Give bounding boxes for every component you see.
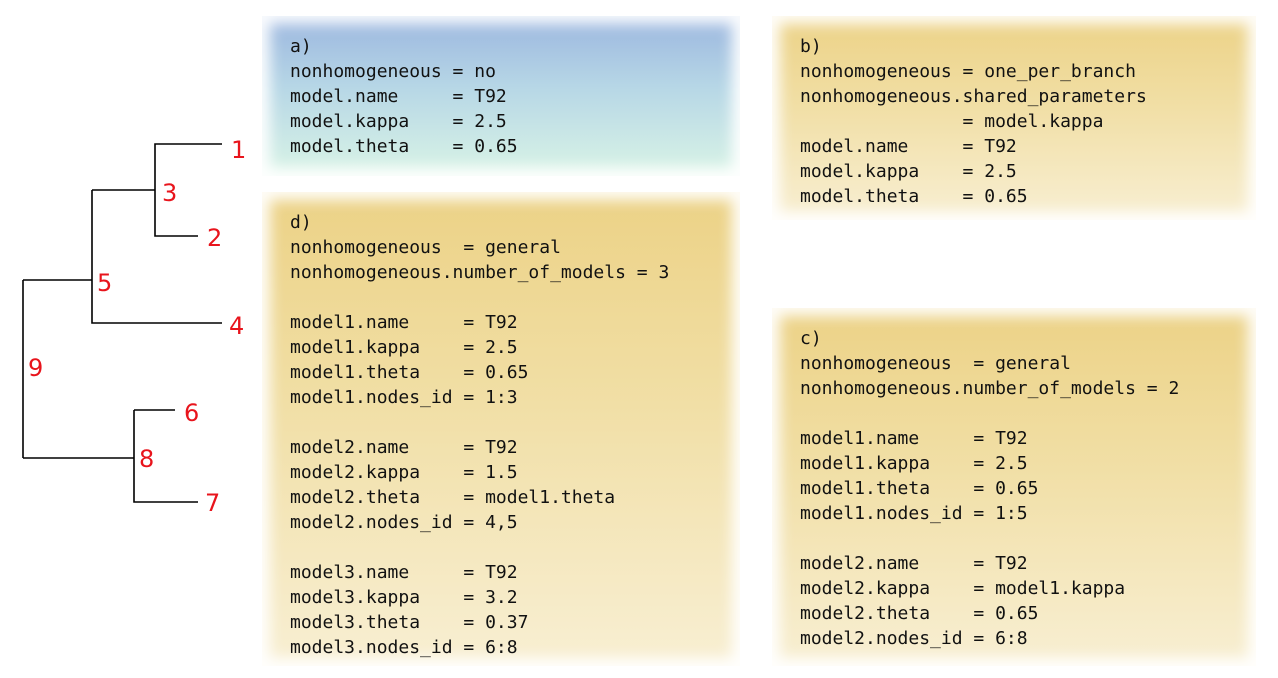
node-label-4: 4 [229,312,244,340]
config-line: model.name = T92 [800,136,1017,157]
config-line: = model.kappa [800,111,1104,132]
config-line: model.name = T92 [290,86,507,107]
config-line: model2.theta = 0.65 [800,603,1039,624]
config-line: model2.kappa = 1.5 [290,462,518,483]
config-line: nonhomogeneous = no [290,61,496,82]
config-line: model2.name = T92 [800,553,1028,574]
config-panel-d: d) nonhomogeneous = general nonhomogeneous… [262,192,740,666]
config-line: model1.name = T92 [290,312,518,333]
branch-8-to-7 [133,410,198,503]
config-line [290,535,740,560]
node-label-8: 8 [139,445,154,473]
config-line: nonhomogeneous = general [800,353,1071,374]
config-line: model1.name = T92 [800,428,1028,449]
config-line: model1.nodes_id = 1:3 [290,387,518,408]
node-label-1: 1 [231,136,246,164]
config-line: model1.theta = 0.65 [290,362,529,383]
branch-3-to-1 [154,143,222,148]
config-line: model1.theta = 0.65 [800,478,1039,499]
config-line: model2.kappa = model1.kappa [800,578,1126,599]
config-line: nonhomogeneous = one_per_branch [800,61,1136,82]
config-line: a) [290,36,312,57]
config-line [800,526,1256,551]
config-line [800,401,1256,426]
node-label-5: 5 [97,269,112,297]
config-line: model2.nodes_id = 4,5 [290,512,518,533]
branch-3-to-2 [154,148,198,237]
config-panel-c: c) nonhomogeneous = general nonhomogeneous… [772,308,1256,666]
config-line: model3.kappa = 3.2 [290,587,518,608]
config-line: model3.name = T92 [290,562,518,583]
node-label-2: 2 [207,224,222,252]
config-line [290,285,740,310]
config-line [290,410,740,435]
node-label-6: 6 [184,399,199,427]
config-line: model2.name = T92 [290,437,518,458]
config-line: nonhomogeneous.number_of_models = 3 [290,262,670,283]
phylogenetic-tree: 1 2 3 4 5 6 7 8 9 [22,136,246,517]
config-line: nonhomogeneous = general [290,237,561,258]
config-line: b) [800,36,822,57]
config-line: model1.kappa = 2.5 [290,337,518,358]
config-line: model1.kappa = 2.5 [800,453,1028,474]
config-line: model1.nodes_id = 1:5 [800,503,1028,524]
node-label-9: 9 [28,354,43,382]
config-line: model.kappa = 2.5 [290,111,507,132]
config-line: model.theta = 0.65 [290,136,518,157]
config-line: nonhomogeneous.number_of_models = 2 [800,378,1180,399]
config-line: model.kappa = 2.5 [800,161,1017,182]
config-line: model2.nodes_id = 6:8 [800,628,1028,649]
branch-5-to-4 [91,190,222,324]
config-panel-a: a) nonhomogeneous = no model.name = T92 mod… [262,16,740,176]
config-line: model2.theta = model1.theta [290,487,616,508]
config-line: c) [800,328,822,349]
config-line: model3.theta = 0.37 [290,612,529,633]
config-line: model.theta = 0.65 [800,186,1028,207]
config-line: nonhomogeneous.shared_parameters [800,86,1147,107]
node-label-3: 3 [162,179,177,207]
config-line: d) [290,212,312,233]
config-line: model3.nodes_id = 6:8 [290,637,518,658]
node-label-7: 7 [205,489,220,517]
